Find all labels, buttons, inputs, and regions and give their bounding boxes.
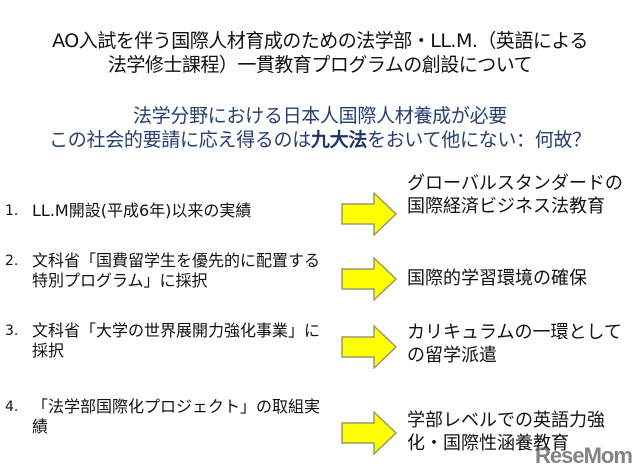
- right-arrow-icon: [341, 192, 398, 236]
- item-text: LL.M開設(平成6年)以来の実績: [32, 201, 252, 220]
- item-number: 1.: [5, 203, 19, 219]
- item-number: 4.: [5, 399, 19, 415]
- item-number: 2.: [5, 253, 19, 269]
- item-text: 「法学部国際化プロジェクト」の取組実績: [32, 397, 321, 436]
- watermark-logo: ReseMom: [535, 443, 633, 468]
- slide-title-line1: AO入試を伴う国際人材育成のための法学部・LL.M.（英語による: [52, 30, 588, 52]
- slide-title: AO入試を伴う国際人材育成のための法学部・LL.M.（英語による 法学修士課程）…: [0, 29, 640, 77]
- item-number: 3.: [5, 323, 19, 339]
- item-result: 国際的学習環境の確保: [407, 268, 587, 289]
- subtitle-line2-suffix: をおいて他にない：何故？: [367, 129, 591, 151]
- right-arrow-icon: [341, 411, 398, 455]
- right-arrow-icon: [341, 325, 398, 369]
- right-arrow-icon: [341, 257, 398, 301]
- item-result: グローバルスタンダードの国際経済ビジネス法教育: [407, 173, 623, 217]
- slide-subtitle: 法学分野における日本人国際人材養成が必要 この社会的要請に応え得るのは九大法をお…: [0, 104, 640, 152]
- subtitle-line1: 法学分野における日本人国際人材養成が必要: [132, 105, 507, 127]
- item-result: カリキュラムの一環としての留学派遣: [407, 322, 622, 366]
- subtitle-line2: この社会的要請に応え得るのは九大法をおいて他にない：何故？: [0, 128, 640, 152]
- item-result: 学部レベルでの英語力強化・国際性涵養教育: [407, 410, 605, 454]
- item-text: 文科省「国費留学生を優先的に配置する特別プログラム」に採択: [32, 251, 321, 290]
- subtitle-line2-prefix: この社会的要請に応え得るのは: [49, 129, 311, 151]
- item-text: 文科省「大学の世界展開力強化事業」に採択: [32, 321, 321, 360]
- subtitle-emphasis: 九大法: [310, 129, 368, 151]
- slide-title-line2: 法学修士課程）一貫教育プログラムの創設について: [107, 54, 533, 76]
